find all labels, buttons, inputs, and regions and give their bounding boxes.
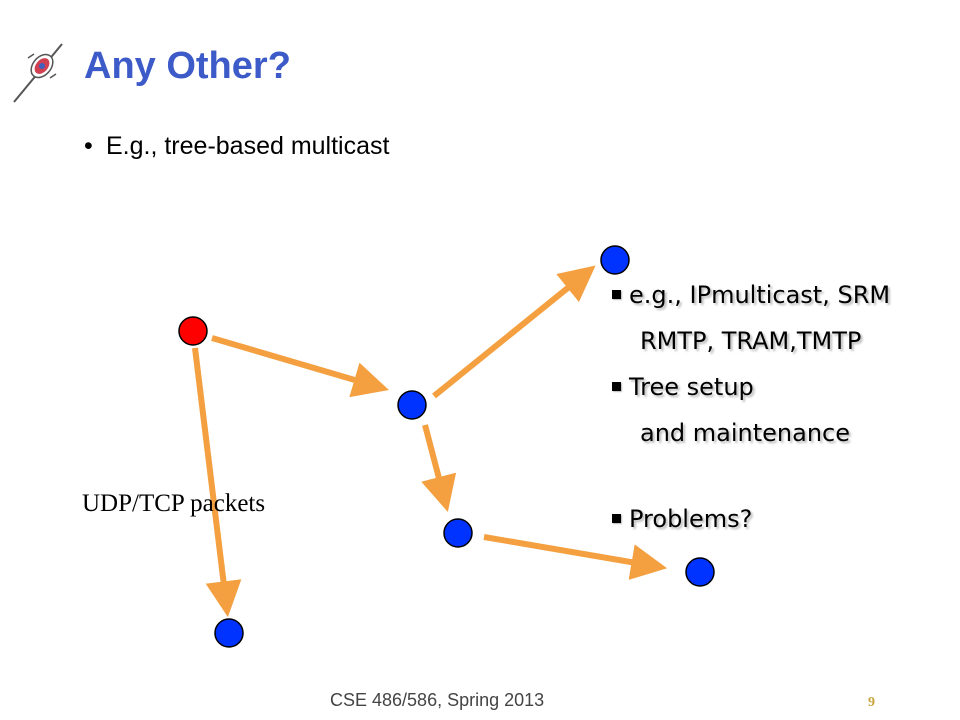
square-bullet-icon <box>612 289 621 299</box>
edges <box>192 265 668 618</box>
bullet-dot-icon: • <box>84 132 93 160</box>
receiver-node-n5 <box>214 618 244 648</box>
edge-n2-n1 <box>432 265 596 399</box>
edge-source-n2 <box>211 335 389 398</box>
page-number: 9 <box>868 695 875 710</box>
source-node <box>178 316 208 346</box>
receiver-node-n1 <box>600 245 630 275</box>
edge-source-n5 <box>192 347 242 618</box>
main-bullet: • E.g., tree-based multicast <box>84 132 389 161</box>
square-bullet-icon <box>612 381 621 391</box>
page-title: Any Other? <box>84 45 291 87</box>
footer-text: CSE 486/586, Spring 2013 <box>330 690 545 710</box>
receiver-node-n3 <box>443 518 473 548</box>
diagram-label: UDP/TCP packets <box>82 490 266 517</box>
edge-n3-n4 <box>483 534 668 580</box>
side-point: Tree setup <box>612 364 952 410</box>
side-point: RMTP, TRAM,TMTP <box>640 327 862 355</box>
nodes <box>178 245 715 648</box>
side-point: e.g., IPmulticast, SRM <box>612 272 952 318</box>
side-point-list: e.g., IPmulticast, SRM RMTP, TRAM,TMTP T… <box>612 272 952 542</box>
receiver-node-n2 <box>397 390 427 420</box>
edge-n2-n3 <box>421 424 457 512</box>
main-bullet-text: E.g., tree-based multicast <box>106 132 390 160</box>
receiver-node-n4 <box>685 557 715 587</box>
side-point: and maintenance <box>640 419 851 447</box>
logo-icon <box>13 43 63 103</box>
side-point: Problems? <box>612 496 952 542</box>
square-bullet-icon <box>612 513 621 523</box>
